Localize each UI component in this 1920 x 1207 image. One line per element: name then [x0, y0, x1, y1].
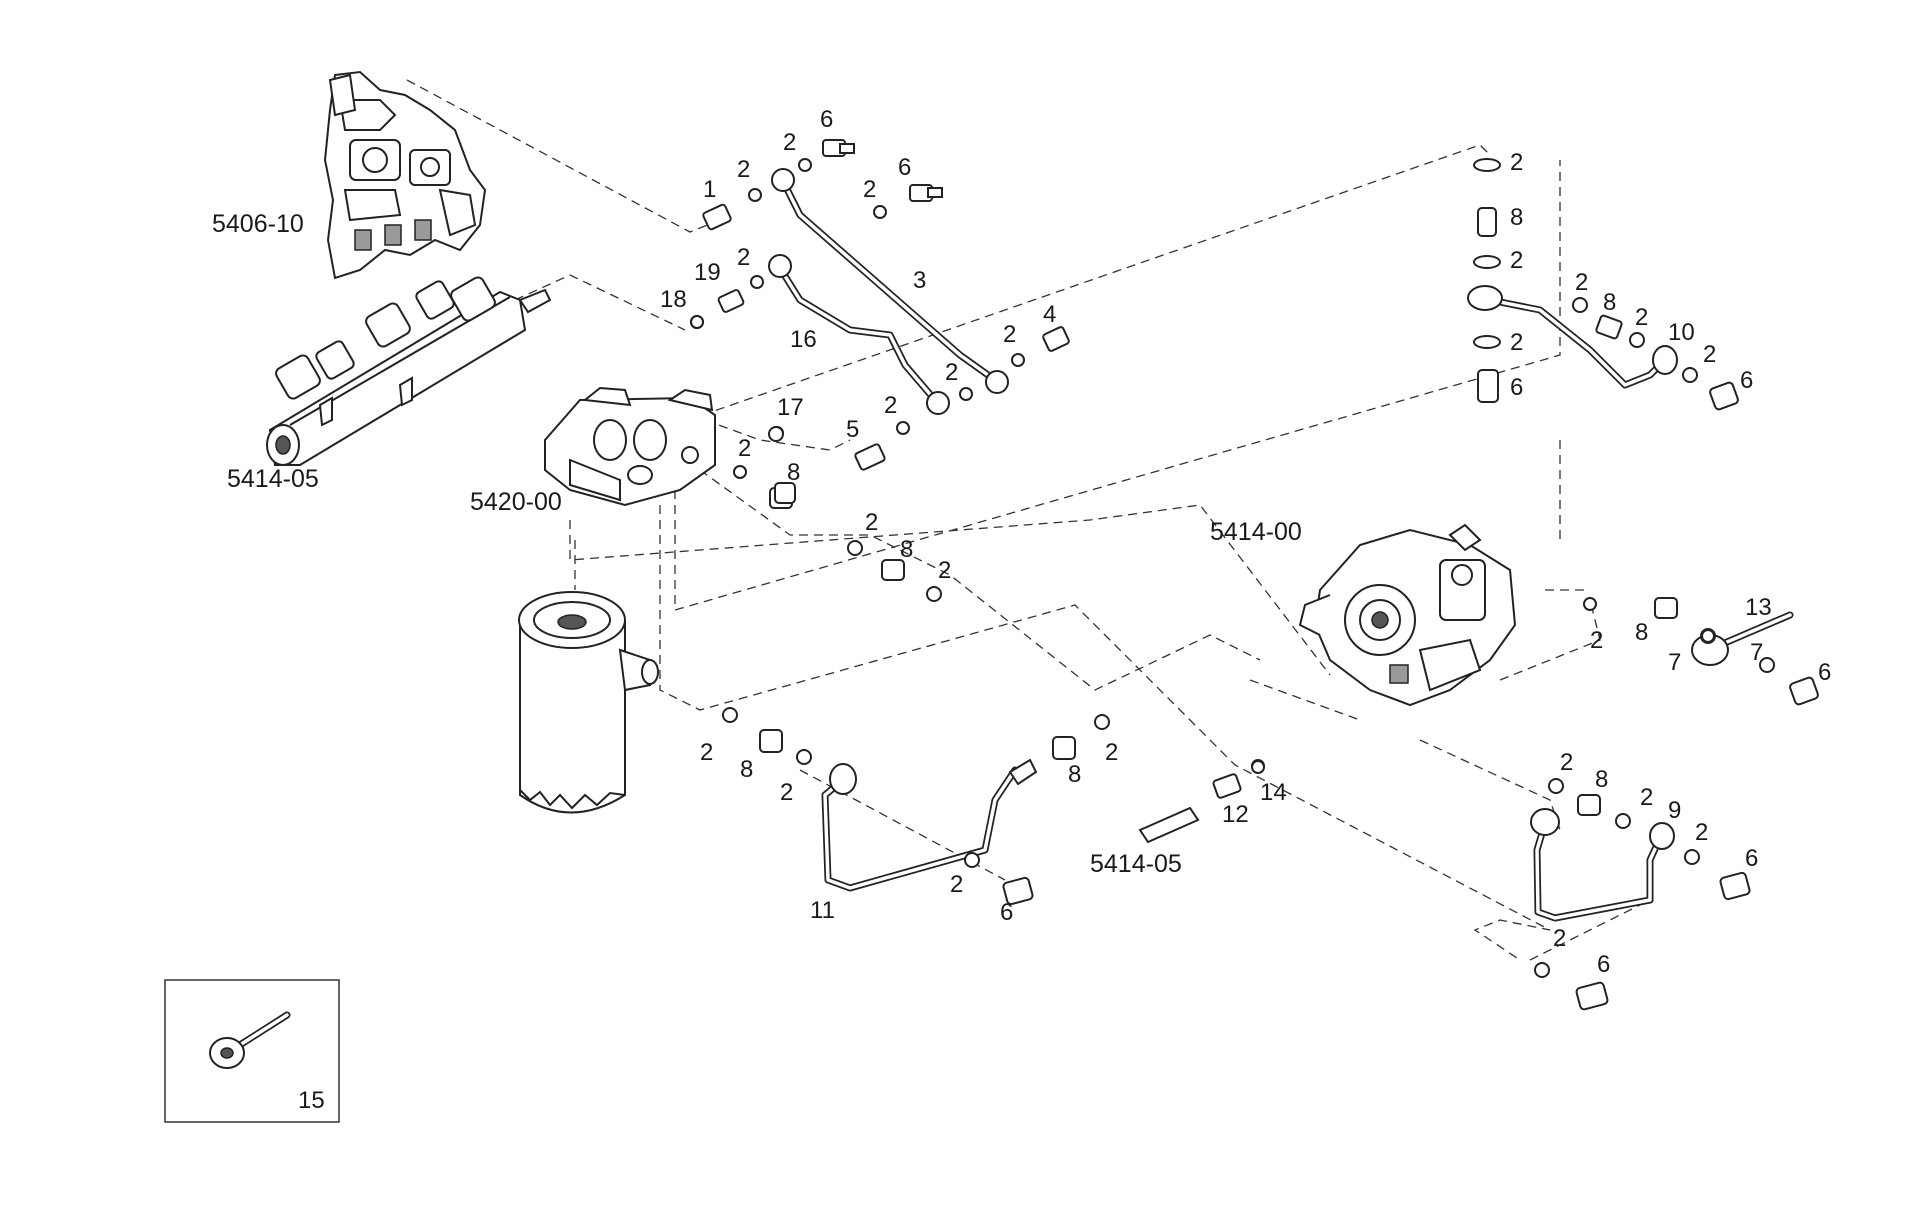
callout-2: 2 — [865, 509, 878, 536]
callout-numbers: 1 2 2 6 6 2 3 2 19 18 16 2 4 2 2 17 5 2 … — [298, 106, 1831, 1114]
callout-8: 8 — [1635, 619, 1648, 646]
callout-5: 5 — [846, 416, 859, 443]
callout-2: 2 — [1510, 149, 1523, 176]
callout-2: 2 — [950, 871, 963, 898]
callout-8: 8 — [1510, 204, 1523, 231]
fuel-filter-illustration — [518, 591, 659, 814]
callout-6: 6 — [1000, 899, 1013, 926]
callout-2: 2 — [1590, 627, 1603, 654]
callout-2: 2 — [1105, 739, 1118, 766]
pipe-3-illustration — [771, 168, 1009, 394]
callout-18: 18 — [660, 286, 687, 313]
callout-2: 2 — [700, 739, 713, 766]
callout-2: 2 — [780, 779, 793, 806]
callout-11: 11 — [810, 897, 835, 924]
callout-7: 7 — [1668, 649, 1681, 676]
callout-13: 13 — [1745, 594, 1772, 621]
callout-2: 2 — [1003, 321, 1016, 348]
detail-box-15 — [164, 979, 340, 1123]
callout-2: 2 — [783, 129, 796, 156]
group-label-5414-05-rail: 5414-05 — [227, 465, 319, 493]
callout-6: 6 — [820, 106, 833, 133]
pipe-9-illustration — [1530, 808, 1675, 922]
callout-8: 8 — [900, 536, 913, 563]
callout-2: 2 — [1703, 341, 1716, 368]
callout-7: 7 — [1750, 639, 1763, 666]
callout-2: 2 — [737, 156, 750, 183]
callout-19: 19 — [694, 259, 721, 286]
cylinder-head-illustration — [323, 70, 487, 280]
leader-lines — [406, 79, 1641, 961]
pipe-16-illustration — [768, 254, 950, 415]
callout-2: 2 — [1510, 329, 1523, 356]
callout-6: 6 — [1818, 659, 1831, 686]
pipe-11-illustration — [821, 758, 1038, 892]
callout-1: 1 — [703, 176, 716, 203]
filter-head-illustration — [544, 386, 716, 507]
callout-2: 2 — [863, 176, 876, 203]
group-label-5414-05-injector: 5414-05 — [1090, 850, 1182, 878]
callout-8: 8 — [787, 459, 800, 486]
bolts-and-unions — [690, 139, 1819, 1011]
callout-2: 2 — [1640, 784, 1653, 811]
callout-6: 6 — [1745, 845, 1758, 872]
group-label-5414-00: 5414-00 — [1210, 518, 1302, 546]
fuel-rail-illustration — [266, 276, 552, 466]
callout-2: 2 — [945, 359, 958, 386]
callout-6: 6 — [898, 154, 911, 181]
callout-17: 17 — [777, 394, 804, 421]
callout-6: 6 — [1510, 374, 1523, 401]
callout-16: 16 — [790, 326, 817, 353]
washers — [690, 158, 1775, 978]
callout-2: 2 — [738, 435, 751, 462]
callout-10: 10 — [1668, 319, 1695, 346]
callout-14: 14 — [1260, 779, 1287, 806]
callout-12: 12 — [1222, 801, 1249, 828]
callout-8: 8 — [1068, 761, 1081, 788]
callout-6: 6 — [1597, 951, 1610, 978]
callout-2: 2 — [1510, 247, 1523, 274]
callout-8: 8 — [1595, 766, 1608, 793]
callout-6: 6 — [1740, 367, 1753, 394]
callout-9: 9 — [1668, 797, 1681, 824]
callout-2: 2 — [1575, 269, 1588, 296]
high-pressure-pump-illustration — [1298, 523, 1517, 707]
callout-2: 2 — [884, 392, 897, 419]
callout-4: 4 — [1043, 301, 1056, 328]
callout-8: 8 — [1603, 289, 1616, 316]
group-label-5420-00: 5420-00 — [470, 488, 562, 516]
pipe-10-illustration — [1467, 285, 1678, 389]
callout-8: 8 — [740, 756, 753, 783]
group-labels: 5406-10 5414-05 5420-00 5414-00 5414-05 — [212, 210, 1302, 878]
callout-2: 2 — [938, 557, 951, 584]
callout-2: 2 — [1695, 819, 1708, 846]
group-label-5406-10: 5406-10 — [212, 210, 304, 238]
callout-15: 15 — [298, 1087, 325, 1114]
callout-2: 2 — [1635, 304, 1648, 331]
callout-2: 2 — [737, 244, 750, 271]
callout-2: 2 — [1560, 749, 1573, 776]
callout-3: 3 — [913, 267, 926, 294]
callout-2: 2 — [1553, 925, 1566, 952]
pipe-13-illustration — [1691, 611, 1794, 666]
